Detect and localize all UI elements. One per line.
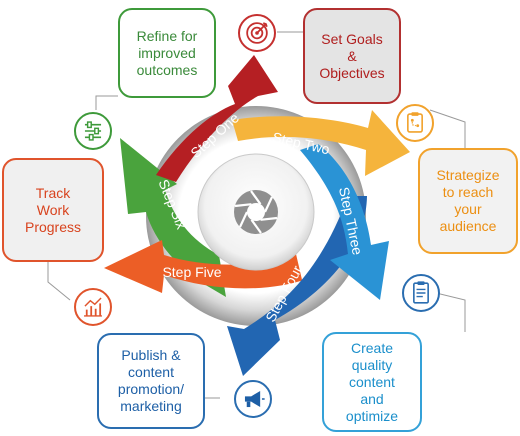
megaphone-icon [234,380,272,418]
clipboard-plan-icon [396,104,434,142]
step-one-arrow [156,55,278,182]
step-five-label: Step Five [162,264,221,280]
box-refine-text: Refine for improved outcomes [136,27,198,78]
step-six-arrow [120,138,226,297]
box-set-goals: Set Goals & Objectives [303,8,401,104]
document-icon [402,274,440,312]
step-three-arrow [300,144,389,300]
box-refine: Refine for improved outcomes [118,8,216,98]
box-publish: Publish & content promotion/ marketing [97,333,205,429]
box-track-progress-text: Track Work Progress [24,184,82,235]
step-two-arrow [232,110,410,176]
step-four-arrow [227,196,367,376]
box-track-progress: Track Work Progress [2,158,104,262]
line-chart-icon [74,288,112,326]
connector-lines [47,31,466,399]
target-icon [238,14,276,52]
box-strategize: Strategize to reach your audience [418,148,518,254]
box-strategize-text: Strategize to reach your audience [436,167,500,234]
step-five-arrow [104,240,307,297]
box-set-goals-text: Set Goals & Objectives [319,30,385,81]
box-create-content: Create quality content and optimize [322,332,422,432]
box-create-content-text: Create quality content and optimize [345,339,399,424]
aperture-icon [234,190,278,234]
box-publish-text: Publish & content promotion/ marketing [117,347,185,414]
sliders-icon [74,112,112,150]
